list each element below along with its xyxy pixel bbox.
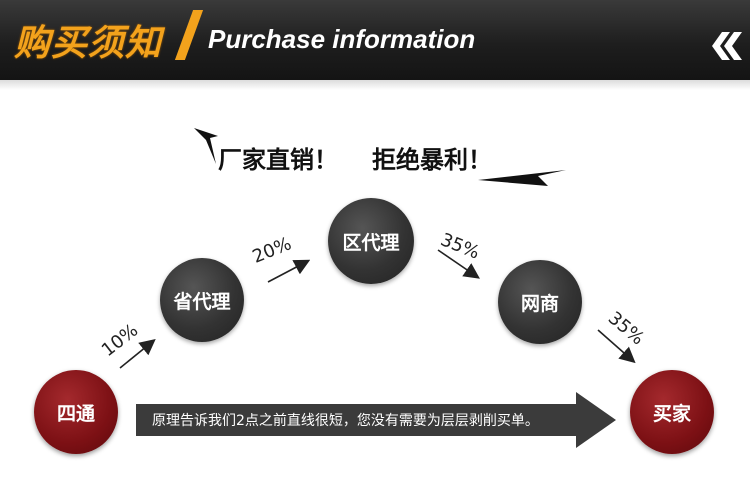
header-title-en: Purchase information [208,24,476,54]
node-online-circle: 网商 [498,260,582,344]
node-provincial-label: 省代理 [173,290,231,313]
node-buyer-label: 买家 [652,402,691,425]
slogan-stroke-left [194,128,218,164]
slogan-no-profiteering: 拒绝暴利！ [372,146,492,174]
slogan-stroke-right [478,170,566,186]
arrow-4 [597,329,636,364]
node-buyer-circle: 买家 [630,370,714,454]
node-online-label: 网商 [520,292,559,315]
double-chevron-left-icon [712,32,742,60]
arrow-1 [119,338,156,369]
big-arrow-text: 原理告诉我们2点之前直线很短，您没有需要为层层剥削买单。 [152,413,539,429]
node-start-label: 四通 [56,402,95,425]
header-divider [0,80,750,90]
big-arrow-head [576,392,616,448]
node-regional-label: 区代理 [342,231,400,254]
slogan-direct-sales: 厂家直销！ [218,146,338,174]
header-banner: 购买须知 Purchase information [0,0,750,80]
arrow-3 [437,249,480,279]
slogan: 厂家直销！ 拒绝暴利！ [218,140,492,175]
node-regional-circle: 区代理 [328,198,414,284]
header-title-cn: 购买须知 [14,23,163,64]
node-provincial-circle: 省代理 [160,258,244,342]
arrow-2 [267,259,311,283]
node-start-circle: 四通 [34,370,118,454]
big-arrow-bar [136,404,576,436]
